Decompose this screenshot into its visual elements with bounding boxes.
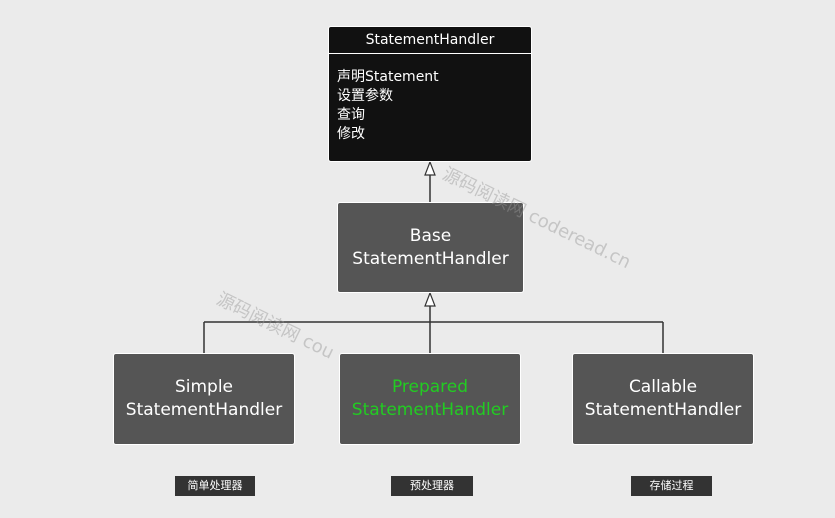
- simple-tag: 简单处理器: [175, 476, 255, 496]
- method-set-parameters: 设置参数: [337, 88, 393, 104]
- base-line1: Base: [409, 225, 452, 246]
- method-update: 修改: [337, 126, 365, 142]
- base-line2: StatementHandler: [352, 248, 509, 269]
- prepared-statementhandler-box: Prepared StatementHandler: [339, 353, 521, 445]
- inheritance-arrow-interface: [424, 160, 436, 176]
- inheritance-arrow-base: [424, 291, 436, 307]
- statementhandler-interface-box: StatementHandler 声明Statement 设置参数 查询 修改: [328, 26, 532, 162]
- prepared-line2: StatementHandler: [351, 400, 509, 420]
- prepared-line1: Prepared: [391, 377, 469, 397]
- interface-title: StatementHandler: [329, 27, 531, 54]
- callable-line1: Callable: [628, 377, 698, 397]
- callable-line2: StatementHandler: [584, 400, 742, 420]
- simple-statementhandler-box: Simple StatementHandler: [113, 353, 295, 445]
- prepared-tag: 预处理器: [391, 476, 473, 496]
- callable-tag: 存储过程: [631, 476, 712, 496]
- simple-line1: Simple: [174, 377, 234, 397]
- simple-line2: StatementHandler: [125, 400, 283, 420]
- interface-methods: 声明Statement 设置参数 查询 修改: [329, 54, 531, 144]
- method-declare-statement: 声明Statement: [337, 69, 439, 85]
- callable-statementhandler-box: Callable StatementHandler: [572, 353, 754, 445]
- method-query: 查询: [337, 107, 365, 123]
- base-statementhandler-box: Base StatementHandler: [337, 202, 524, 293]
